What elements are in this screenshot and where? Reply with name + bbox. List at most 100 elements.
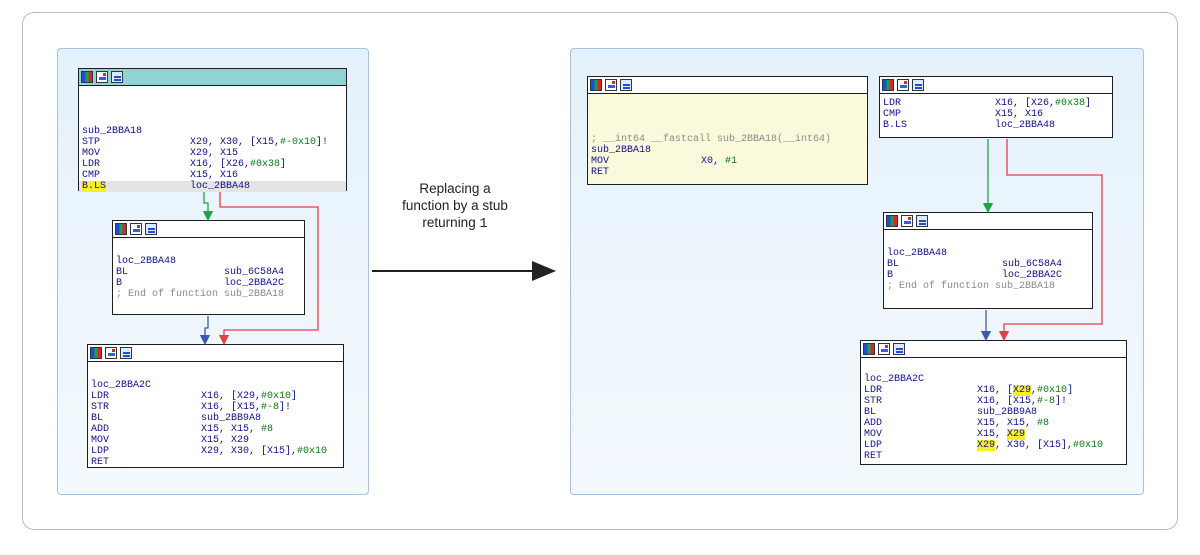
edit-block-icon[interactable] [605, 79, 617, 91]
asm-line[interactable]: ; End of function sub_2BBA18 [116, 289, 284, 300]
asm-operands[interactable]: X15, X15, #8 [977, 418, 1049, 429]
immediate-value: #0x10 [297, 446, 328, 457]
asm-line[interactable]: loc_2BBA48 [116, 256, 176, 267]
graph-color-icon[interactable] [886, 215, 898, 227]
asm-label[interactable]: sub_2BBA18 [591, 145, 652, 156]
edit-block-icon[interactable] [901, 215, 913, 227]
operand-text: X29, X15 [190, 148, 239, 159]
xref-icon[interactable] [111, 71, 123, 83]
asm-mnemonic: B [887, 270, 894, 281]
asm-operands[interactable]: X16, [X15,#-8]! [201, 402, 291, 413]
xref-icon[interactable] [893, 343, 905, 355]
immediate-value: #-0x10 [280, 137, 317, 148]
xref-icon[interactable] [145, 223, 157, 235]
asm-label[interactable]: loc_2BBA2C [91, 380, 152, 391]
asm-line[interactable]: ; End of function sub_2BBA18 [887, 281, 1055, 292]
operand-text: X15, X16 [995, 109, 1044, 120]
asm-mnemonic: RET [864, 451, 883, 462]
operand-text: sub_2BB9A8 [201, 413, 262, 424]
graph-color-icon[interactable] [81, 71, 93, 83]
asm-line[interactable]: loc_2BBA2C [864, 374, 924, 385]
operand-text: ] [1085, 98, 1092, 109]
transformation-caption: Replacing a function by a stub returning… [380, 180, 530, 233]
asm-line[interactable]: loc_2BBA48 [887, 248, 947, 259]
operand-text: X16, [X29, [201, 391, 262, 402]
immediate-value: #0x38 [1055, 98, 1086, 109]
graph-color-icon[interactable] [590, 79, 602, 91]
block-titlebar [79, 69, 346, 86]
asm-operands[interactable]: X16, [X29,#0x10] [977, 385, 1073, 396]
caption-line-1: Replacing a [419, 181, 491, 196]
asm-operands[interactable]: X15, X29 [977, 429, 1026, 440]
edit-block-icon[interactable] [130, 223, 142, 235]
caption-return-value: 1 [479, 217, 488, 232]
asm-line[interactable]: sub_2BBA18 [82, 126, 142, 137]
graph-color-icon[interactable] [863, 343, 875, 355]
asm-operands[interactable]: loc_2BBA2C [1002, 270, 1062, 281]
asm-operands[interactable]: X16, [X26,#0x38] [995, 98, 1091, 109]
asm-mnemonic: MOV [91, 435, 110, 446]
graph-color-icon[interactable] [90, 347, 102, 359]
stub-function-block[interactable]: ; __int64 __fastcall sub_2BBA18(__int64)… [587, 76, 868, 185]
xref-icon[interactable] [916, 215, 928, 227]
asm-operands[interactable]: X15, X15, #8 [201, 424, 273, 435]
asm-operands[interactable]: sub_6C58A4 [224, 267, 284, 278]
asm-operands[interactable]: X29, X30, [X15],#0x10 [977, 440, 1103, 451]
operand-text: , X30, [X15], [995, 440, 1074, 451]
asm-operands[interactable]: X29, X15 [190, 148, 238, 159]
asm-mnemonic: ADD [91, 424, 110, 435]
xref-icon[interactable] [120, 347, 132, 359]
asm-operands[interactable]: loc_2BBA48 [190, 181, 250, 192]
caption-line-3-prefix: returning [422, 215, 480, 230]
asm-operands[interactable]: X29, X30, [X15],#0x10 [201, 446, 327, 457]
xref-icon[interactable] [912, 79, 924, 91]
asm-label[interactable]: sub_2BBA18 [82, 126, 143, 137]
asm-operands[interactable]: X0, #1 [701, 156, 737, 167]
operand-text: X29, X30, [X15], [201, 446, 298, 457]
asm-label[interactable]: loc_2BBA48 [887, 248, 948, 259]
asm-mnemonic: STR [864, 396, 883, 407]
operand-text: loc_2BBA2C [224, 278, 285, 289]
asm-operands[interactable]: X16, [X15,#-8]! [977, 396, 1067, 407]
asm-operands[interactable]: loc_2BBA2C [224, 278, 284, 289]
asm-comment: ; End of function sub_2BBA18 [887, 281, 1056, 292]
asm-operands[interactable]: loc_2BBA48 [995, 120, 1055, 131]
asm-operands[interactable]: X29, X30, [X15,#-0x10]! [190, 137, 328, 148]
operand-text: loc_2BBA48 [190, 181, 251, 192]
operand-text: loc_2BBA48 [995, 120, 1056, 131]
immediate-value: #0x10 [1073, 440, 1104, 451]
asm-label[interactable]: loc_2BBA2C [864, 374, 925, 385]
operand-text: ]! [1055, 396, 1068, 407]
operand-text: X15, X29 [201, 435, 250, 446]
asm-line[interactable]: sub_2BBA18 [591, 145, 651, 156]
asm-operands[interactable]: X16, [X29,#0x10] [201, 391, 297, 402]
asm-operands[interactable]: sub_6C58A4 [1002, 259, 1062, 270]
operand-text: X15, X15, [201, 424, 262, 435]
xref-icon[interactable] [620, 79, 632, 91]
graph-color-icon[interactable] [882, 79, 894, 91]
edit-block-icon[interactable] [878, 343, 890, 355]
asm-line[interactable]: loc_2BBA2C [91, 380, 151, 391]
block-titlebar [861, 341, 1126, 358]
asm-line[interactable]: ; __int64 __fastcall sub_2BBA18(__int64) [591, 134, 831, 145]
edit-block-icon[interactable] [96, 71, 108, 83]
edit-block-icon[interactable] [897, 79, 909, 91]
asm-mnemonic: RET [591, 167, 610, 178]
asm-operands[interactable]: sub_2BB9A8 [977, 407, 1037, 418]
asm-operands[interactable]: X15, X16 [995, 109, 1043, 120]
asm-operands[interactable]: X15, X16 [190, 170, 238, 181]
asm-operands[interactable]: X15, X29 [201, 435, 249, 446]
edit-block-icon[interactable] [105, 347, 117, 359]
graph-color-icon[interactable] [115, 223, 127, 235]
asm-label[interactable]: loc_2BBA48 [116, 256, 177, 267]
asm-mnemonic: BL [91, 413, 104, 424]
asm-operands[interactable]: X16, [X26,#0x38] [190, 159, 286, 170]
asm-mnemonic: LDP [864, 440, 883, 451]
asm-operands[interactable]: sub_2BB9A8 [201, 413, 261, 424]
operand-text: ] [291, 391, 298, 402]
